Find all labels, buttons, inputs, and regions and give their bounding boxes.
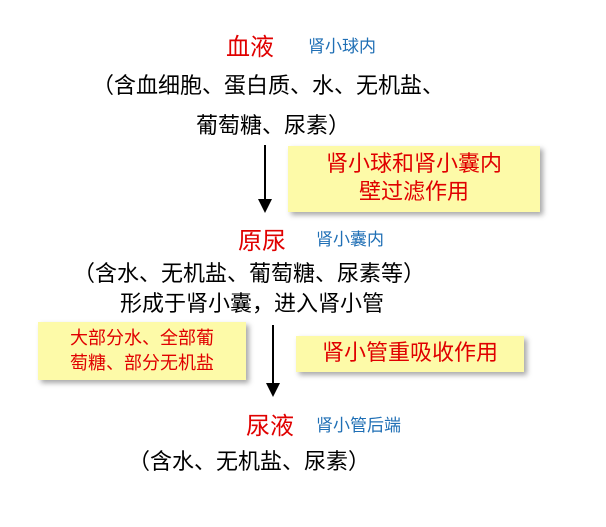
urine-term: 尿液 xyxy=(246,412,294,440)
reabsorption-label: 肾小管重吸收作用 xyxy=(321,341,498,366)
primary-urine-location: 肾小囊内 xyxy=(316,230,384,250)
filtration-line1: 肾小球和肾小囊内 xyxy=(325,152,502,177)
filtration-line2: 壁过滤作用 xyxy=(358,180,469,205)
reabsorbed-line1: 大部分水、全部葡 xyxy=(70,328,214,349)
primary-urine-contents-line1: （含水、无机盐、葡萄糖、尿素等） xyxy=(73,262,426,287)
blood-term: 血液 xyxy=(226,33,274,61)
primary-urine-term: 原尿 xyxy=(238,227,286,255)
blood-contents-line2: 葡萄糖、尿素） xyxy=(196,114,351,139)
flow-arrow-reabsorption xyxy=(266,325,280,397)
urine-contents-line1: （含水、无机盐、尿素） xyxy=(128,450,371,475)
filtration-box: 肾小球和肾小囊内 壁过滤作用 xyxy=(288,146,540,212)
reabsorbed-substances-box: 大部分水、全部葡 萄糖、部分无机盐 xyxy=(38,322,246,380)
blood-location: 肾小球内 xyxy=(308,37,376,57)
flow-arrow-filtration xyxy=(258,145,272,213)
urine-location: 肾小管后端 xyxy=(316,416,401,436)
primary-urine-contents-line2: 形成于肾小囊，进入肾小管 xyxy=(120,292,385,317)
blood-contents-line1: （含血细胞、蛋白质、水、无机盐、 xyxy=(92,74,445,99)
reabsorption-box: 肾小管重吸收作用 xyxy=(296,336,524,372)
reabsorbed-line2: 萄糖、部分无机盐 xyxy=(70,353,214,374)
